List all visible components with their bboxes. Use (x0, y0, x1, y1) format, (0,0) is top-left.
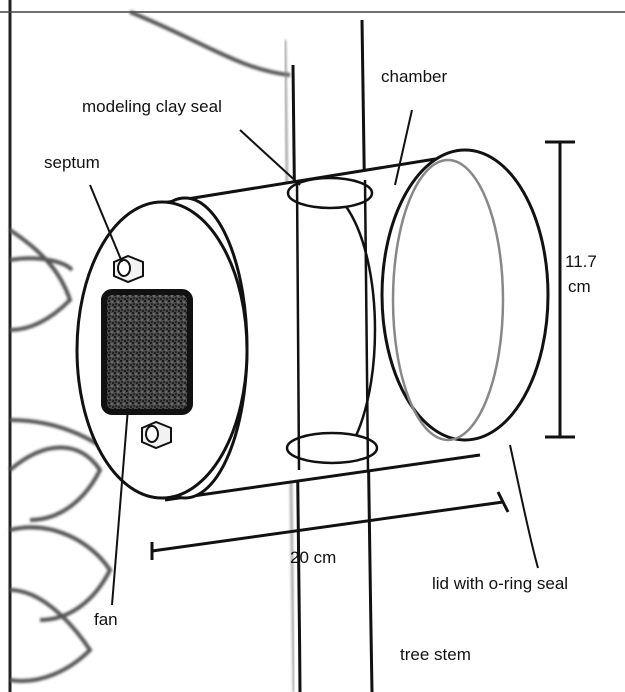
label-fan: fan (94, 610, 118, 629)
fan-grille (101, 289, 193, 415)
label-height-value: 11.7 (565, 252, 597, 271)
label-chamber: chamber (381, 67, 447, 86)
front-end-cap (75, 196, 249, 500)
label-height-unit: cm (568, 277, 591, 296)
stem-hole-top (286, 176, 374, 210)
height-dimension (545, 140, 575, 439)
leader-fan (111, 407, 129, 606)
label-lid: lid with o-ring seal (432, 574, 568, 593)
chamber-seam (343, 204, 377, 456)
leader-lines (89, 109, 539, 606)
lid-ellipse (380, 148, 550, 442)
septum-top (113, 254, 144, 284)
leader-chamber (394, 109, 413, 186)
length-dimension (150, 491, 510, 560)
label-tree-stem: tree stem (400, 645, 471, 664)
leaf-outline-5 (9, 588, 93, 683)
stem-hole-bottom (285, 431, 379, 465)
leaf-outline-4 (9, 525, 113, 622)
leaf-outline (8, 228, 73, 332)
label-length: 20 cm (290, 548, 336, 567)
leader-clay-seal (239, 129, 301, 186)
leader-lid (509, 444, 539, 569)
label-septum: septum (44, 153, 100, 172)
label-modeling-clay-seal: modeling clay seal (82, 97, 222, 116)
o-ring (391, 158, 505, 442)
tree-stem-front (295, 179, 370, 471)
branch-outline (129, 10, 291, 77)
septum-bottom (141, 420, 172, 450)
leaf-outline-2 (9, 256, 74, 272)
leader-septum (89, 184, 123, 263)
leaf-outline-3 (8, 445, 103, 522)
